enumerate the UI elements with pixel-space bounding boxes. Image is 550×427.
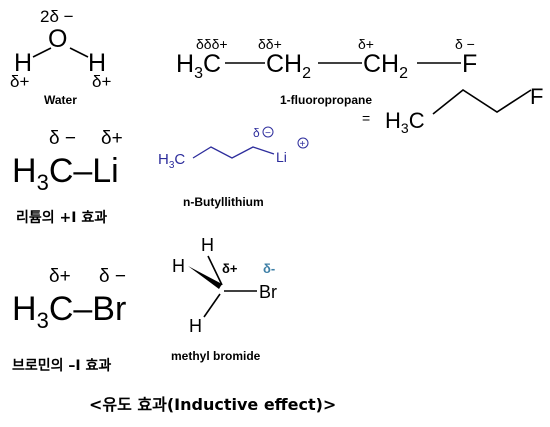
methylbromide-structure: H H δ+ Br δ- H methyl bromide: [171, 235, 277, 363]
methylbromide-condensed: δ+ δ − H3C–Br 브로민의 –I 효과: [12, 266, 126, 374]
buli-h3c: H3C: [158, 151, 185, 171]
mebr3d-br: Br: [259, 282, 277, 302]
water-delta-left: δ+: [10, 72, 29, 91]
mebr-formula: H3C–Br: [12, 290, 126, 333]
buli-plus: +: [300, 139, 306, 150]
fp-delta-3: δ+: [358, 36, 374, 52]
methyllithium-molecule: δ − δ+ H3C–Li 리튬의 +I 효과: [12, 128, 123, 226]
fp-delta-4: δ −: [455, 36, 475, 52]
buli-label: n-Butyllithium: [183, 195, 264, 209]
buli-li: Li: [276, 149, 287, 165]
water-label: Water: [44, 93, 77, 107]
mebr3d-bond-top: [207, 255, 223, 286]
water-molecule: 2δ − O H H δ+ δ+ Water: [10, 7, 111, 107]
meli-caption: 리튬의 +I 효과: [16, 209, 107, 226]
mebr3d-bond-bottom: [203, 293, 221, 318]
water-h-right: H: [88, 49, 106, 77]
buli-plus-circle: [297, 137, 309, 149]
fluoropropane-molecule: δδδ+ δδ+ δ+ δ − H3C CH2 CH2 F 1-fluoropr…: [176, 36, 543, 136]
mebr3d-label: methyl bromide: [171, 349, 261, 363]
water-oxygen: O: [48, 25, 67, 53]
fp-delta-2: δδ+: [258, 36, 282, 52]
fp-equals: =: [362, 110, 370, 126]
mebr3d-h-top: H: [201, 235, 214, 255]
mebr3d-delta-plus: δ+: [222, 261, 238, 276]
buli-chain: [192, 146, 275, 159]
mebr-caption: 브로민의 –I 효과: [12, 357, 111, 374]
water-bond-right: [69, 47, 89, 58]
fp-delta-1: δδδ+: [196, 36, 228, 52]
fp-label: 1-fluoropropane: [280, 93, 372, 107]
water-delta-right: δ+: [92, 72, 111, 91]
buli-minus-circle: [262, 126, 274, 138]
mebr-delta-plus: δ+: [49, 266, 71, 287]
fp-skeletal-f: F: [530, 84, 543, 109]
mebr3d-h-bottom: H: [189, 316, 202, 336]
fp-skeletal-h3c: H3C: [385, 108, 425, 136]
meli-formula: H3C–Li: [12, 152, 119, 195]
water-h-left: H: [14, 49, 32, 77]
butyllithium-molecule: H3C δ − Li + n-Butyllithium: [158, 126, 309, 209]
diagram-title: <유도 효과(Inductive effect)>: [89, 395, 336, 414]
meli-delta-minus: δ −: [49, 128, 76, 149]
meli-delta-plus: δ+: [101, 128, 123, 149]
fp-ch2-b: CH2: [363, 50, 408, 82]
fp-skeletal-chain: [432, 89, 532, 115]
mebr3d-h-left: H: [172, 256, 185, 276]
mebr3d-wedge-bond: [188, 266, 222, 289]
water-bond-left: [32, 47, 52, 58]
mebr-delta-minus: δ −: [99, 266, 126, 287]
fp-ch2-a: CH2: [266, 50, 311, 82]
buli-minus: −: [265, 128, 271, 139]
fp-fluorine: F: [462, 50, 477, 78]
water-delta-top: 2δ −: [40, 7, 74, 26]
fp-h3c: H3C: [176, 50, 221, 82]
mebr3d-delta-minus: δ-: [263, 261, 275, 276]
buli-delta-c: δ: [253, 126, 260, 140]
